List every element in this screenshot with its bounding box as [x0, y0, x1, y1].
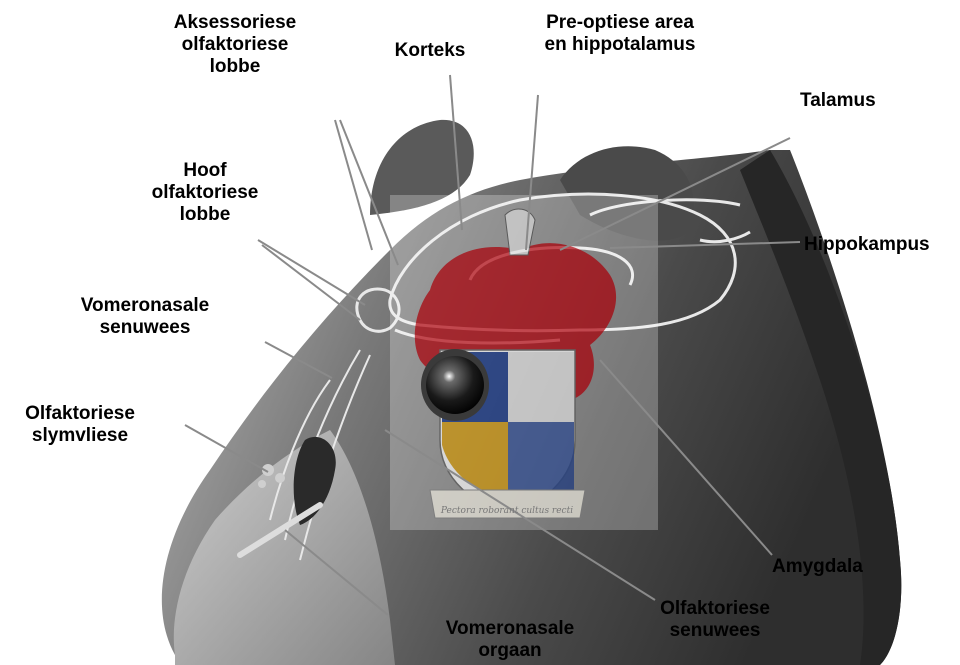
- label-talamus: Talamus: [800, 90, 876, 112]
- leader-hoof-2: [262, 245, 360, 320]
- mucosa-dot-3: [258, 480, 266, 488]
- label-hippokampus: Hippokampus: [804, 234, 930, 256]
- eye-ball: [426, 356, 484, 414]
- eye: [421, 349, 489, 421]
- watermark-motto: Pectora roborant cultus recti: [432, 506, 582, 516]
- crest-quarter-blue-2: [508, 422, 574, 492]
- mucosa-dot-2: [275, 473, 285, 483]
- crest-quarter-white: [508, 352, 574, 422]
- label-korteks: Korteks: [370, 40, 490, 62]
- label-amygdala: Amygdala: [772, 556, 863, 578]
- leader-hoof-1: [258, 240, 365, 305]
